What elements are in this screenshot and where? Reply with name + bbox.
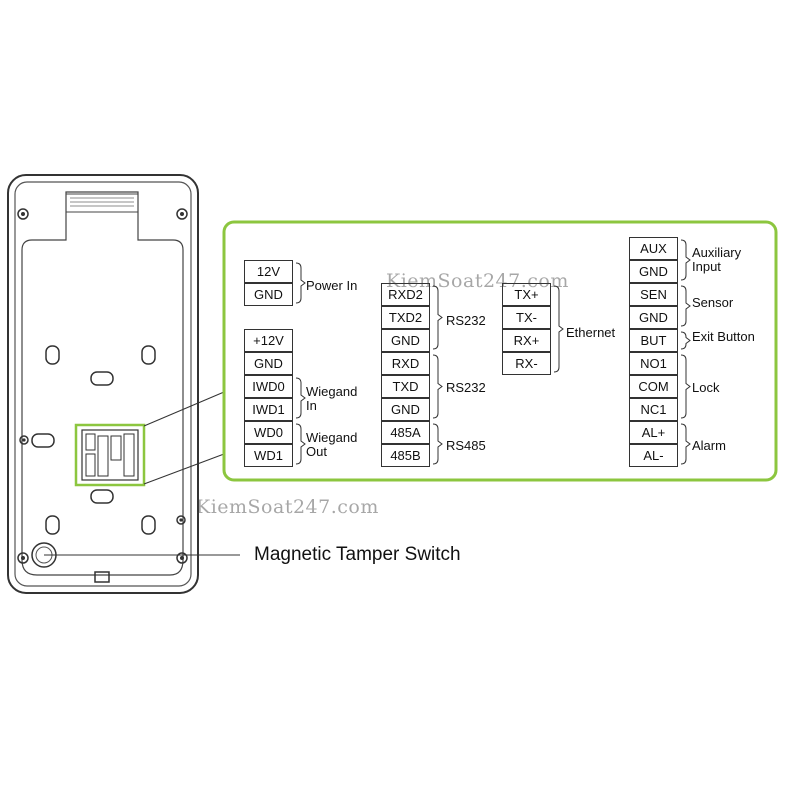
mounting-hole bbox=[141, 345, 156, 365]
terminal-pin-7-2: RX+ bbox=[502, 329, 551, 352]
terminal-pin-5-1: TXD bbox=[381, 375, 430, 398]
watermark-text: KiemSoat247.com bbox=[386, 270, 569, 292]
terminal-group-label: Sensor bbox=[692, 295, 734, 310]
screw bbox=[176, 208, 188, 220]
terminal-group-label: Alarm bbox=[692, 438, 726, 453]
terminal-pin-3-0: WD0 bbox=[244, 421, 293, 444]
terminal-pin-0-1: GND bbox=[244, 283, 293, 306]
screw bbox=[176, 552, 188, 564]
group-braces bbox=[295, 239, 691, 465]
group-brace bbox=[680, 239, 691, 281]
terminal-group-label: Lock bbox=[692, 380, 720, 395]
terminal-pin-1-1: GND bbox=[244, 352, 293, 375]
group-brace bbox=[432, 423, 443, 465]
terminal-pin-8-0: AUX bbox=[629, 237, 678, 260]
group-brace bbox=[432, 354, 443, 419]
connector-block bbox=[74, 423, 146, 487]
terminal-pin-12-0: AL+ bbox=[629, 421, 678, 444]
terminal-pin-4-1: TXD2 bbox=[381, 306, 430, 329]
group-brace bbox=[680, 285, 691, 327]
group-brace bbox=[295, 262, 306, 304]
device-inner-contour bbox=[21, 191, 184, 576]
mounting-hole bbox=[31, 433, 55, 448]
terminal-panel bbox=[222, 220, 778, 482]
terminal-pin-7-0: TX+ bbox=[502, 283, 551, 306]
terminal-pin-11-1: COM bbox=[629, 375, 678, 398]
terminal-pin-1-0: +12V bbox=[244, 329, 293, 352]
mounting-hole bbox=[90, 371, 114, 386]
group-brace bbox=[553, 285, 564, 373]
zoom-line bbox=[143, 391, 225, 427]
screw bbox=[176, 515, 186, 525]
terminal-group-label: Exit Button bbox=[692, 329, 755, 344]
terminal-pin-9-0: SEN bbox=[629, 283, 678, 306]
terminal-group-label: Ethernet bbox=[566, 325, 616, 340]
terminal-pin-8-1: GND bbox=[629, 260, 678, 283]
terminal-pin-6-0: 485A bbox=[381, 421, 430, 444]
terminal-pin-4-2: GND bbox=[381, 329, 430, 352]
terminal-pin-12-1: AL- bbox=[629, 444, 678, 467]
terminal-pin-5-0: RXD bbox=[381, 352, 430, 375]
terminal-pin-0-0: 12V bbox=[244, 260, 293, 283]
terminal-pin-11-2: NC1 bbox=[629, 398, 678, 421]
device-inner-shell bbox=[14, 181, 192, 587]
group-brace bbox=[680, 354, 691, 419]
mounting-hole bbox=[45, 345, 60, 365]
group-brace bbox=[680, 423, 691, 465]
mounting-hole bbox=[90, 489, 114, 504]
terminal-pin-10-0: BUT bbox=[629, 329, 678, 352]
terminal-pin-11-0: NO1 bbox=[629, 352, 678, 375]
device-outer-shell bbox=[7, 174, 199, 594]
terminal-pin-7-1: TX- bbox=[502, 306, 551, 329]
terminal-group-label: RS485 bbox=[446, 438, 486, 453]
terminal-group-label: Power In bbox=[306, 278, 358, 293]
group-brace bbox=[432, 285, 443, 350]
terminal-pin-7-3: RX- bbox=[502, 352, 551, 375]
screw bbox=[17, 552, 29, 564]
watermark-text: KiemSoat247.com bbox=[196, 496, 379, 518]
group-brace bbox=[295, 423, 306, 465]
terminal-pin-4-0: RXD2 bbox=[381, 283, 430, 306]
screw bbox=[17, 208, 29, 220]
terminal-pin-3-1: WD1 bbox=[244, 444, 293, 467]
tamper-switch-caption: Magnetic Tamper Switch bbox=[254, 544, 461, 565]
terminal-group-label: RS232 bbox=[446, 313, 486, 328]
mounting-hole bbox=[141, 515, 156, 535]
screw bbox=[19, 435, 29, 445]
mounting-hole bbox=[45, 515, 60, 535]
terminal-pin-9-1: GND bbox=[629, 306, 678, 329]
bottom-clip bbox=[94, 571, 110, 583]
device-top-notch bbox=[65, 193, 139, 213]
terminal-pin-2-1: IWD1 bbox=[244, 398, 293, 421]
terminal-pin-6-1: 485B bbox=[381, 444, 430, 467]
group-brace bbox=[680, 331, 691, 350]
zoom-line bbox=[143, 453, 225, 485]
terminal-group-label: RS232 bbox=[446, 380, 486, 395]
terminal-pin-5-2: GND bbox=[381, 398, 430, 421]
group-brace bbox=[295, 377, 306, 419]
terminal-pin-2-0: IWD0 bbox=[244, 375, 293, 398]
